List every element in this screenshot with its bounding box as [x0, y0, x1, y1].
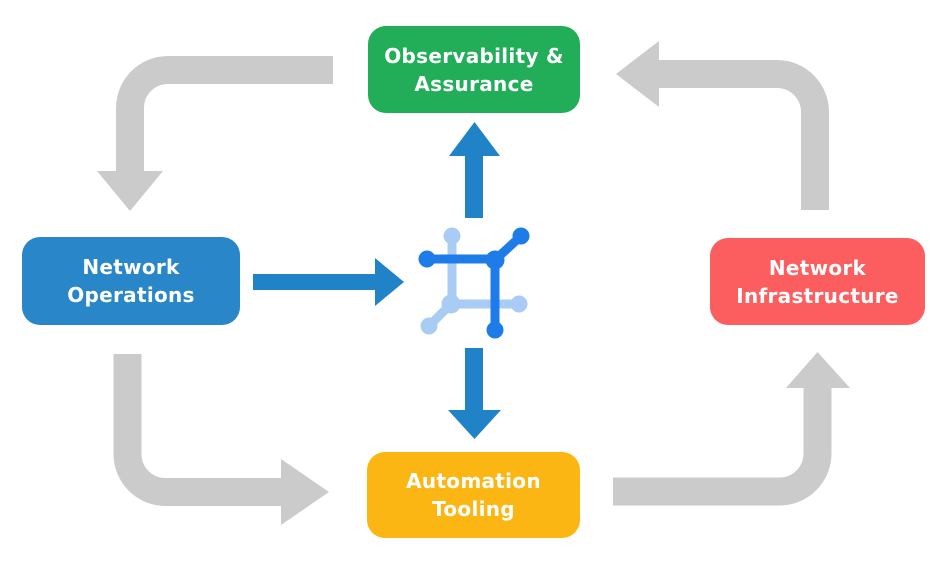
flow-arrow-automation-to-infrastructure — [613, 352, 850, 506]
network-mesh-icon-light-part — [420, 227, 528, 335]
node-network-operations: Network Operations — [22, 237, 240, 325]
flow-arrow-operations-to-automation — [113, 354, 329, 525]
icon-junction-dot — [441, 294, 461, 314]
arrow-head-left-icon — [616, 41, 659, 107]
arrow-head-right-icon — [281, 459, 329, 525]
node-observability-assurance: Observability & Assurance — [368, 26, 580, 113]
flow-arrow-observability-to-operations — [97, 56, 333, 211]
arrow-head-right-icon — [375, 258, 404, 306]
arrow-head-down-icon — [97, 171, 163, 211]
arrow-elbow — [113, 354, 281, 506]
icon-node-dot — [486, 321, 504, 339]
node-automation-tooling: Automation Tooling — [367, 452, 580, 538]
arrow-elbow — [613, 388, 832, 506]
node-infrastructure-label: Network Infrastructure — [736, 255, 899, 308]
arrow-shaft — [465, 154, 483, 218]
flow-arrow-infrastructure-to-observability — [616, 41, 829, 210]
arrow-shaft — [253, 274, 375, 290]
arrow-head-down-icon — [448, 410, 501, 439]
network-mesh-icon-dark-part — [418, 227, 530, 339]
icon-node-dot — [420, 317, 438, 335]
data-arrow-center-to-observability — [449, 122, 500, 218]
data-arrow-operations-to-center — [253, 258, 404, 306]
icon-node-dot — [512, 227, 530, 245]
arrow-head-up-icon — [449, 122, 500, 156]
icon-junction-dot — [485, 250, 505, 270]
node-observability-label: Observability & Assurance — [384, 43, 564, 96]
icon-node-dot — [443, 227, 461, 245]
arrow-shaft — [465, 348, 483, 412]
node-network-infrastructure: Network Infrastructure — [710, 238, 925, 325]
arrow-elbow — [116, 56, 333, 172]
data-arrow-center-to-automation — [448, 348, 501, 439]
arrow-elbow — [659, 60, 829, 210]
node-automation-label: Automation Tooling — [406, 469, 541, 521]
arrow-head-up-icon — [786, 352, 850, 388]
network-mesh-icon — [418, 227, 530, 339]
icon-node-dot — [510, 295, 528, 313]
node-operations-label: Network Operations — [67, 255, 195, 307]
icon-node-dot — [418, 250, 436, 268]
